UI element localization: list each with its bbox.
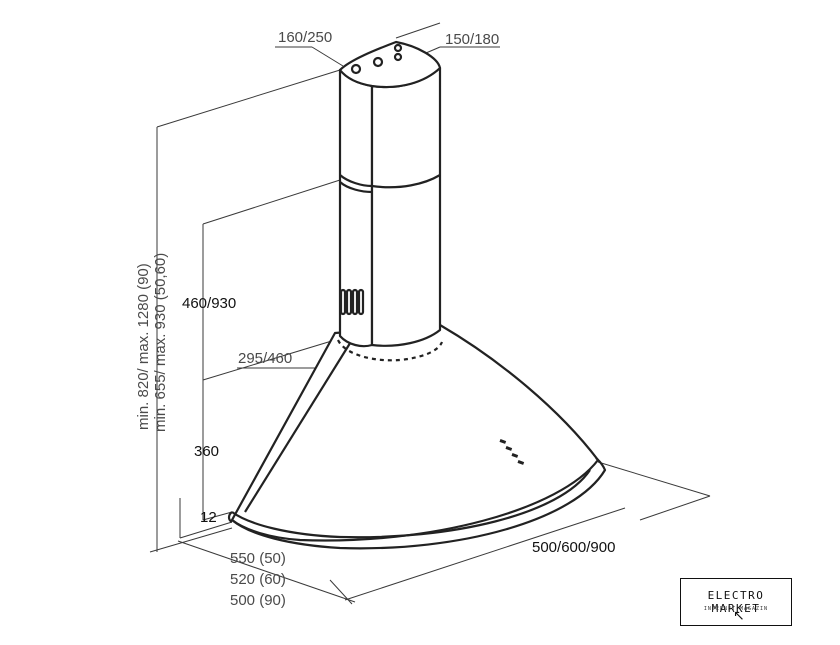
label-canopy-height: 360 (194, 443, 219, 460)
logo-subtext: INTERNET-MAGAZIN (703, 606, 769, 612)
label-rim-height: 12 (200, 509, 217, 526)
label-height-range-a: min. 820/ max. 1280 (90) (135, 263, 152, 430)
label-canopy-top-depth: 295/460 (238, 350, 292, 367)
electro-market-logo: ELECTRO MARKET INTERNET-MAGAZIN (680, 578, 792, 626)
label-height-range-b: min. 655/ max. 930 (50,60) (152, 253, 169, 432)
label-chimney-depth: 160/250 (278, 29, 332, 46)
hood-chimney (338, 40, 442, 348)
vent-slots (339, 288, 365, 316)
label-depth-60: 520 (60) (230, 571, 286, 588)
dimension-lines (149, 22, 711, 605)
hood-canopy (227, 323, 607, 550)
control-buttons (499, 439, 525, 465)
label-chimney-height: 460/930 (182, 295, 236, 312)
cursor-arrow-icon: ↖ (733, 607, 745, 623)
logo-text: ELECTRO MARKET (707, 589, 765, 615)
label-width: 500/600/900 (532, 539, 615, 556)
label-chimney-width: 150/180 (445, 31, 499, 48)
label-depth-90: 500 (90) (230, 592, 286, 609)
label-depth-50: 550 (50) (230, 550, 286, 567)
